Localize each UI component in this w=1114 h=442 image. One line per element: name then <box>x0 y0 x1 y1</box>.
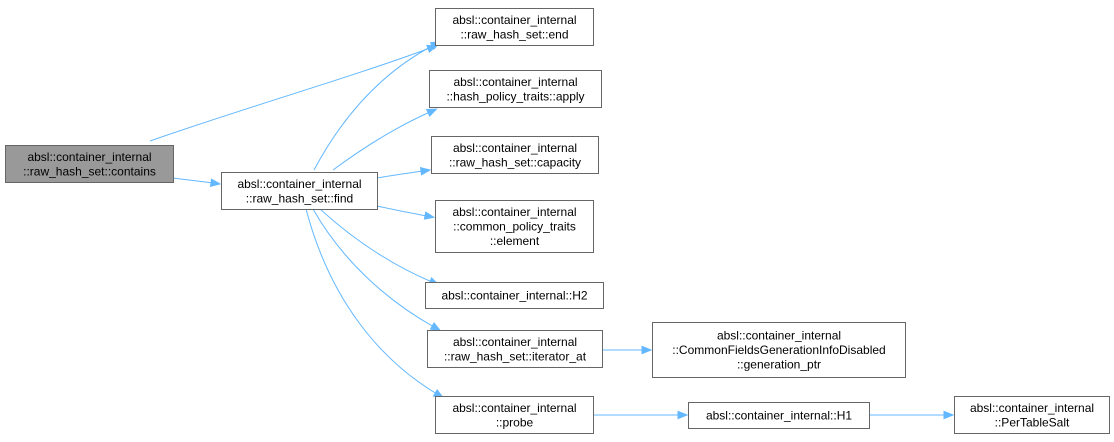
node-box-end[interactable] <box>435 8 594 46</box>
node-label-capacity-line-0: absl::container_internal <box>453 141 577 155</box>
arrowhead-h1-to-pertablesalt <box>943 410 955 420</box>
node-box-find[interactable] <box>221 172 378 210</box>
node-label-capacity-line-1: ::raw_hash_set::capacity <box>449 155 581 169</box>
node-end[interactable]: absl::container_internal::raw_hash_set::… <box>435 8 594 46</box>
node-label-apply-line-0: absl::container_internal <box>453 75 577 89</box>
node-box-probe[interactable] <box>435 396 594 434</box>
node-capacity[interactable]: absl::container_internal::raw_hash_set::… <box>431 136 599 174</box>
node-label-pertablesalt-line-1: ::PerTableSalt <box>995 415 1070 429</box>
node-box-contains[interactable] <box>5 145 174 183</box>
arrowhead-find-to-apply <box>425 108 438 117</box>
node-box-apply[interactable] <box>429 70 602 108</box>
node-box-element[interactable] <box>435 200 594 253</box>
edge-find-to-capacity <box>376 170 424 179</box>
edge-contains-to-find <box>172 177 214 184</box>
edge-find-to-element <box>376 205 428 217</box>
edge-find-to-end <box>313 44 435 171</box>
node-label-generation_ptr-line-1: ::CommonFieldsGenerationInfoDisabled <box>672 343 885 357</box>
nodes-layer: absl::container_internal::raw_hash_set::… <box>5 8 1110 434</box>
node-label-element-line-1: ::common_policy_traits <box>453 220 576 234</box>
node-box-h1[interactable] <box>688 402 870 429</box>
node-label-element-line-2: ::element <box>490 234 540 248</box>
node-label-probe-line-1: ::probe <box>496 415 534 429</box>
edges-layer <box>149 41 955 420</box>
edge-find-to-probe <box>305 208 438 395</box>
node-find[interactable]: absl::container_internal::raw_hash_set::… <box>221 172 378 210</box>
arrowhead-find-to-element <box>423 211 436 220</box>
node-label-contains-line-0: absl::container_internal <box>27 150 151 164</box>
node-label-probe-line-0: absl::container_internal <box>452 401 576 415</box>
node-h1[interactable]: absl::container_internal::H1 <box>688 402 870 429</box>
node-label-pertablesalt-line-0: absl::container_internal <box>970 401 1094 415</box>
arrowhead-find-to-capacity <box>419 167 432 176</box>
node-box-generation_ptr[interactable] <box>652 322 906 378</box>
node-pertablesalt[interactable]: absl::container_internal::PerTableSalt <box>954 396 1110 434</box>
node-label-generation_ptr-line-0: absl::container_internal <box>717 329 841 343</box>
node-label-contains-line-1: ::raw_hash_set::contains <box>23 164 156 178</box>
node-element[interactable]: absl::container_internal::common_policy_… <box>435 200 594 253</box>
node-label-find-line-0: absl::container_internal <box>237 177 361 191</box>
edge-find-to-h2 <box>319 208 433 283</box>
node-probe[interactable]: absl::container_internal::probe <box>435 396 594 434</box>
node-box-pertablesalt[interactable] <box>954 396 1110 434</box>
node-iterator_at[interactable]: absl::container_internal::raw_hash_set::… <box>427 330 603 368</box>
arrowhead-iterator_at-to-generation_ptr <box>641 345 653 355</box>
node-label-end-line-1: ::raw_hash_set::end <box>460 27 568 41</box>
node-label-h2-line-0: absl::container_internal::H2 <box>441 289 587 303</box>
node-contains[interactable]: absl::container_internal::raw_hash_set::… <box>5 145 174 183</box>
edge-contains-to-end <box>149 47 431 142</box>
node-label-apply-line-1: ::hash_policy_traits::apply <box>446 89 584 103</box>
arrowhead-probe-to-h1 <box>677 410 689 420</box>
node-label-iterator_at-line-1: ::raw_hash_set::iterator_at <box>444 349 587 363</box>
node-box-h2[interactable] <box>425 282 604 309</box>
node-generation_ptr[interactable]: absl::container_internal::CommonFieldsGe… <box>652 322 906 378</box>
node-label-element-line-0: absl::container_internal <box>452 205 576 219</box>
edge-find-to-apply <box>332 111 431 171</box>
node-label-end-line-0: absl::container_internal <box>452 13 576 27</box>
node-h2[interactable]: absl::container_internal::H2 <box>425 282 604 309</box>
node-label-h1-line-0: absl::container_internal::H1 <box>706 409 852 423</box>
node-label-find-line-1: ::raw_hash_set::find <box>246 191 353 205</box>
arrowhead-contains-to-find <box>209 178 222 187</box>
node-box-iterator_at[interactable] <box>427 330 603 368</box>
node-apply[interactable]: absl::container_internal::hash_policy_tr… <box>429 70 602 108</box>
node-label-iterator_at-line-0: absl::container_internal <box>453 335 577 349</box>
node-box-capacity[interactable] <box>431 136 599 174</box>
edge-find-to-iterator_at <box>312 208 435 328</box>
node-label-generation_ptr-line-2: ::generation_ptr <box>737 358 821 372</box>
arrowhead-find-to-iterator_at <box>429 321 442 332</box>
